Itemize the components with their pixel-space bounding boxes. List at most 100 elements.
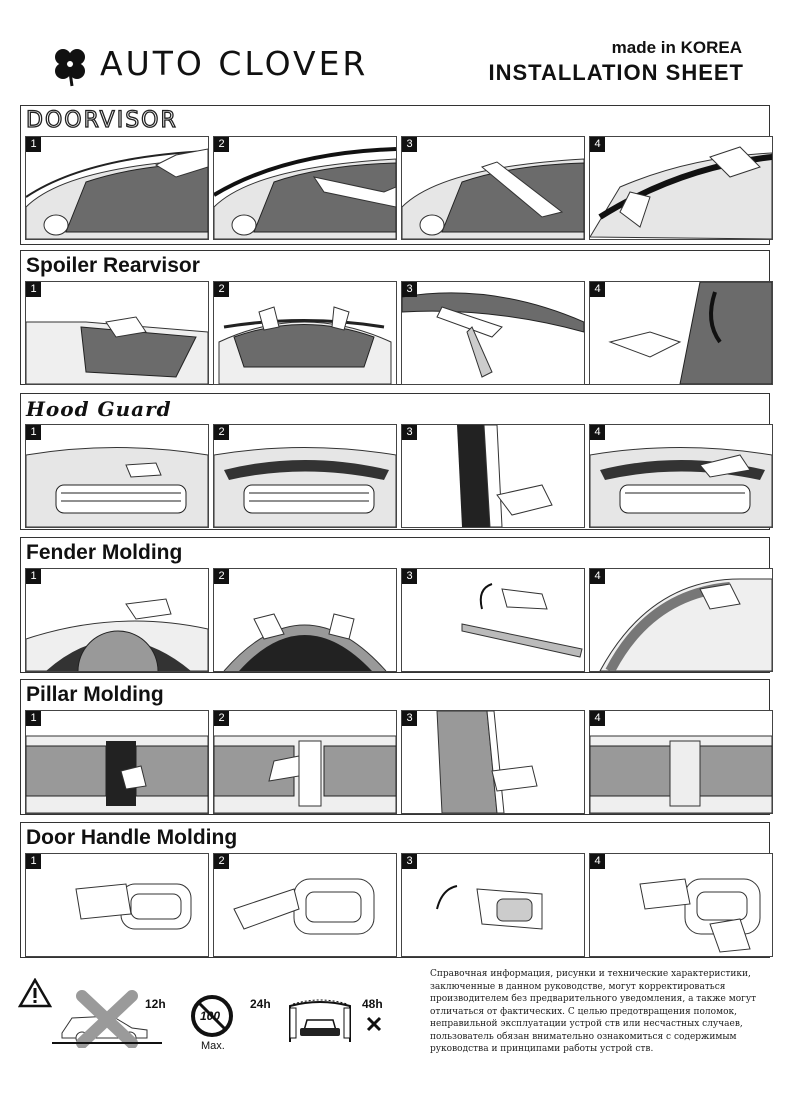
handle-position-illustration — [233, 878, 375, 935]
no-wash-car-icon — [52, 990, 162, 1048]
footer: 12h 100 Max. 24h 48h — [0, 960, 790, 1100]
step-number: 4 — [590, 282, 605, 297]
step-panel: 4 — [589, 136, 773, 240]
handle-tape-illustration — [436, 885, 543, 930]
section-title: DOORVISOR — [25, 107, 178, 133]
section-door-handle-molding: Door Handle Molding 1 2 3 4 — [20, 822, 773, 958]
speed-limit-value: 100 — [200, 1009, 221, 1023]
step-number: 1 — [26, 425, 41, 440]
speed-max-label: Max. — [201, 1040, 225, 1052]
step-panel: 3 — [401, 424, 585, 528]
header: AUTO CLOVER made in KOREA INSTALLATION S… — [0, 0, 790, 100]
handle-press-illustration — [639, 878, 761, 953]
step-number: 2 — [214, 425, 229, 440]
step-number: 1 — [26, 137, 41, 152]
doorvisor-press-illustration — [590, 146, 772, 239]
section-title: Fender Molding — [26, 541, 183, 564]
section-pillar-molding: Pillar Molding 1 2 3 4 — [20, 679, 773, 815]
step-number: 4 — [590, 569, 605, 584]
car-wash-icon — [289, 999, 351, 1042]
hood-attach-illustration — [214, 447, 396, 527]
sheet-title: INSTALLATION SHEET — [488, 60, 744, 85]
step-panel: 1 — [25, 568, 209, 672]
hood-press-illustration — [590, 447, 772, 527]
step-panel: 2 — [213, 568, 397, 672]
step-number: 4 — [590, 137, 605, 152]
step-number: 1 — [26, 569, 41, 584]
hood-clean-illustration — [26, 447, 208, 527]
step-number: 1 — [26, 854, 41, 869]
clover-logo-icon — [55, 49, 85, 87]
step-number: 3 — [402, 425, 417, 440]
step-number: 3 — [402, 137, 417, 152]
step-number: 3 — [402, 569, 417, 584]
warning-triangle-icon — [18, 978, 52, 1008]
fender-press-illustration — [599, 578, 772, 671]
step-number: 1 — [26, 282, 41, 297]
brand-name: AUTO CLOVER — [100, 44, 369, 83]
step-number: 2 — [214, 282, 229, 297]
section-title: Hood Guard — [26, 397, 172, 421]
step-panel: 3 — [401, 853, 585, 957]
section-spoiler-rearvisor: Spoiler Rearvisor 1 2 3 4 — [20, 250, 773, 385]
pillar-clean-illustration — [26, 735, 208, 813]
step-number: 2 — [214, 854, 229, 869]
step-panel: 2 — [213, 424, 397, 528]
section-door-visor: DOORVISOR 1 2 3 4 — [20, 105, 773, 245]
spoiler-tape-illustration — [402, 292, 584, 378]
step-panel: 2 — [213, 853, 397, 957]
doorvisor-tape-illustration — [402, 158, 584, 239]
notice-text: Справочная информация, рисунки и техниче… — [430, 969, 757, 1054]
spoiler-position-illustration — [218, 306, 392, 384]
section-fender-molding: Fender Molding 1 2 3 4 — [20, 537, 773, 673]
step-panel: 4 — [589, 568, 773, 672]
handle-clean-illustration — [75, 883, 192, 930]
fender-clean-illustration — [26, 598, 208, 671]
doorvisor-clean-illustration — [26, 148, 208, 239]
section-title: Door Handle Molding — [26, 826, 238, 849]
section-title: Pillar Molding — [26, 683, 164, 706]
step-panel: 1 — [25, 281, 209, 385]
step-number: 3 — [402, 282, 417, 297]
carwash-hours-label: 48h — [362, 997, 383, 1011]
hood-tape-illustration — [457, 425, 553, 527]
step-number: 2 — [214, 137, 229, 152]
step-panel: 3 — [401, 136, 585, 240]
step-panel: 3 — [401, 568, 585, 672]
speed-hours-label: 24h — [250, 997, 271, 1011]
step-panel: 4 — [589, 281, 773, 385]
fender-tape-illustration — [461, 583, 583, 658]
section-hood-guard: Hood Guard 1 2 3 4 — [20, 393, 773, 530]
fender-position-illustration — [223, 613, 387, 671]
step-panel: 2 — [213, 281, 397, 385]
step-panel: 4 — [589, 710, 773, 814]
step-panel: 1 — [25, 424, 209, 528]
step-number: 4 — [590, 711, 605, 726]
wash-hours-label: 12h — [145, 997, 166, 1011]
step-panel: 2 — [213, 136, 397, 240]
pillar-done-illustration — [590, 735, 772, 813]
step-panel: 1 — [25, 853, 209, 957]
spoiler-press-illustration — [608, 282, 772, 384]
speed-limit-icon — [191, 995, 233, 1037]
step-panel: 1 — [25, 710, 209, 814]
step-number: 1 — [26, 711, 41, 726]
pillar-tape-illustration — [436, 711, 538, 813]
step-panel: 1 — [25, 136, 209, 240]
step-panel: 4 — [589, 424, 773, 528]
step-number: 4 — [590, 425, 605, 440]
section-title: Spoiler Rearvisor — [26, 254, 200, 277]
step-panel: 3 — [401, 710, 585, 814]
step-number: 3 — [402, 854, 417, 869]
doorvisor-attach-illustration — [214, 147, 396, 239]
spoiler-clean-illustration — [26, 316, 208, 384]
step-number: 2 — [214, 711, 229, 726]
step-number: 3 — [402, 711, 417, 726]
step-number: 4 — [590, 854, 605, 869]
prohibited-x-icon — [366, 1016, 382, 1032]
pillar-attach-illustration — [214, 735, 396, 813]
step-panel: 2 — [213, 710, 397, 814]
step-panel: 4 — [589, 853, 773, 957]
made-in-label: made in KOREA — [611, 38, 742, 57]
step-panel: 3 — [401, 281, 585, 385]
